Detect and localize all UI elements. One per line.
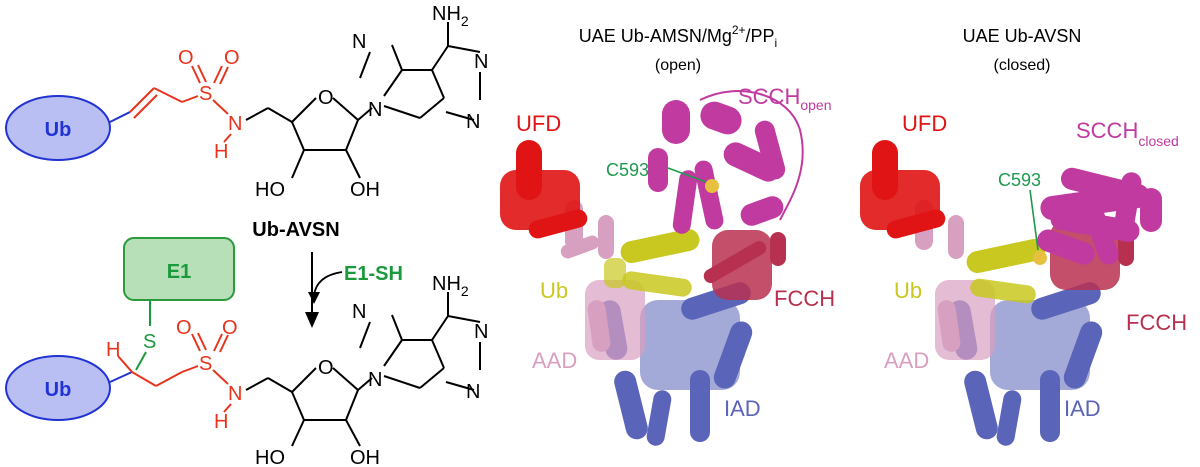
ho-top: HO xyxy=(255,179,285,201)
reaction-scheme: Ub O O S N H xyxy=(5,3,488,467)
fcch-label-closed: FCCH xyxy=(1126,310,1187,335)
ribose-o-top: O xyxy=(318,87,334,109)
bottom-ribose-bonds xyxy=(245,367,373,447)
top-ribose-bonds xyxy=(245,97,373,179)
bottom-sulfonyl-o1: O xyxy=(176,317,192,339)
n9-bottom: N xyxy=(368,369,382,391)
scch-domain-open xyxy=(648,100,786,234)
ub-label-bottom: Ub xyxy=(45,379,72,401)
c593-label-closed: C593 xyxy=(998,170,1041,190)
n3-bottom: N xyxy=(466,381,480,403)
bottom-molecule: E1 S Ub H O O S N xyxy=(5,237,488,467)
oh-bottom: OH xyxy=(350,447,380,467)
c593-label-open: C593 xyxy=(606,160,649,180)
aad-label-closed: AAD xyxy=(884,348,929,373)
adenine-bottom xyxy=(359,292,481,391)
reaction-arrow xyxy=(305,252,343,328)
n7-bottom: N xyxy=(352,301,366,323)
sulfonyl-bonds xyxy=(181,64,229,115)
ub-label-top: Ub xyxy=(45,119,72,141)
bottom-linker-bonds xyxy=(117,332,232,413)
ufd-label-open: UFD xyxy=(516,111,561,136)
e1-label: E1 xyxy=(167,261,191,283)
iad-label-closed: IAD xyxy=(1064,396,1101,421)
c593-marker-closed xyxy=(1033,251,1047,265)
sulfonyl-o2: O xyxy=(224,47,240,69)
panel-closed: UAE Ub-AVSN (closed) xyxy=(860,26,1187,446)
scch-domain-closed xyxy=(1037,167,1162,265)
oh-top: OH xyxy=(350,179,380,201)
ufd-label-closed: UFD xyxy=(902,111,947,136)
ufd-domain-closed xyxy=(860,140,946,239)
top-molecule: Ub O O S N H xyxy=(5,3,488,201)
fcch-domain-open xyxy=(703,230,786,300)
scch-label-closed: SCCHclosed xyxy=(1076,118,1179,149)
closed-title: UAE Ub-AVSN xyxy=(963,26,1082,46)
aad-domain-open xyxy=(560,200,645,360)
bottom-sulfonyl-o2: O xyxy=(222,317,238,339)
ufd-domain-open xyxy=(500,140,588,239)
aad-label-open: AAD xyxy=(532,348,577,373)
ub-domain-closed xyxy=(966,238,1046,304)
sulfonyl-o1: O xyxy=(178,47,194,69)
fcch-label-open: FCCH xyxy=(774,286,835,311)
vinyl-group xyxy=(129,87,183,119)
scch-loop-open xyxy=(699,90,804,221)
scch-label-open: SCCHopen xyxy=(738,84,832,113)
c593-pointer-open xyxy=(667,167,707,183)
sulfonyl-s: S xyxy=(199,83,212,105)
iad-label-open: IAD xyxy=(724,396,761,421)
ub-linker-top xyxy=(109,111,131,123)
n1-bottom: N xyxy=(474,321,488,343)
ub-label-closed: Ub xyxy=(894,278,922,303)
n7-top: N xyxy=(352,31,366,53)
panel-open: UAE Ub-AMSN/Mg2+/PPi (open) xyxy=(500,23,835,446)
c593-marker-open xyxy=(705,179,719,193)
open-title: UAE Ub-AMSN/Mg2+/PPi xyxy=(579,23,777,50)
n1-top: N xyxy=(474,51,488,73)
thioether-s: S xyxy=(143,331,156,353)
amide-h: H xyxy=(214,141,228,163)
reagent-label: E1-SH xyxy=(344,263,403,285)
open-subtitle: (open) xyxy=(655,57,701,74)
ub-ellipse-top xyxy=(5,95,111,161)
ho-bottom: HO xyxy=(255,447,285,467)
closed-subtitle: (closed) xyxy=(994,57,1051,74)
c593-pointer-closed xyxy=(1029,189,1039,251)
bottom-amide-n: N xyxy=(228,383,242,405)
ub-domain-open xyxy=(604,228,700,297)
amide-n: N xyxy=(228,113,242,135)
ub-label-open: Ub xyxy=(540,278,568,303)
n3-top: N xyxy=(466,111,480,133)
bottom-amide-h: H xyxy=(214,411,228,433)
ub-ellipse-bottom xyxy=(5,355,111,421)
adenine-top xyxy=(359,22,481,121)
compound-name: Ub-AVSN xyxy=(252,219,339,241)
bottom-sulfonyl-s: S xyxy=(199,353,212,375)
e1-box xyxy=(123,237,235,301)
alpha-h: H xyxy=(106,339,120,361)
n9-top: N xyxy=(368,99,382,121)
nh2-top: NH2 xyxy=(432,3,469,29)
ribose-o-bottom: O xyxy=(318,357,334,379)
nh2-bottom: NH2 xyxy=(432,273,469,299)
